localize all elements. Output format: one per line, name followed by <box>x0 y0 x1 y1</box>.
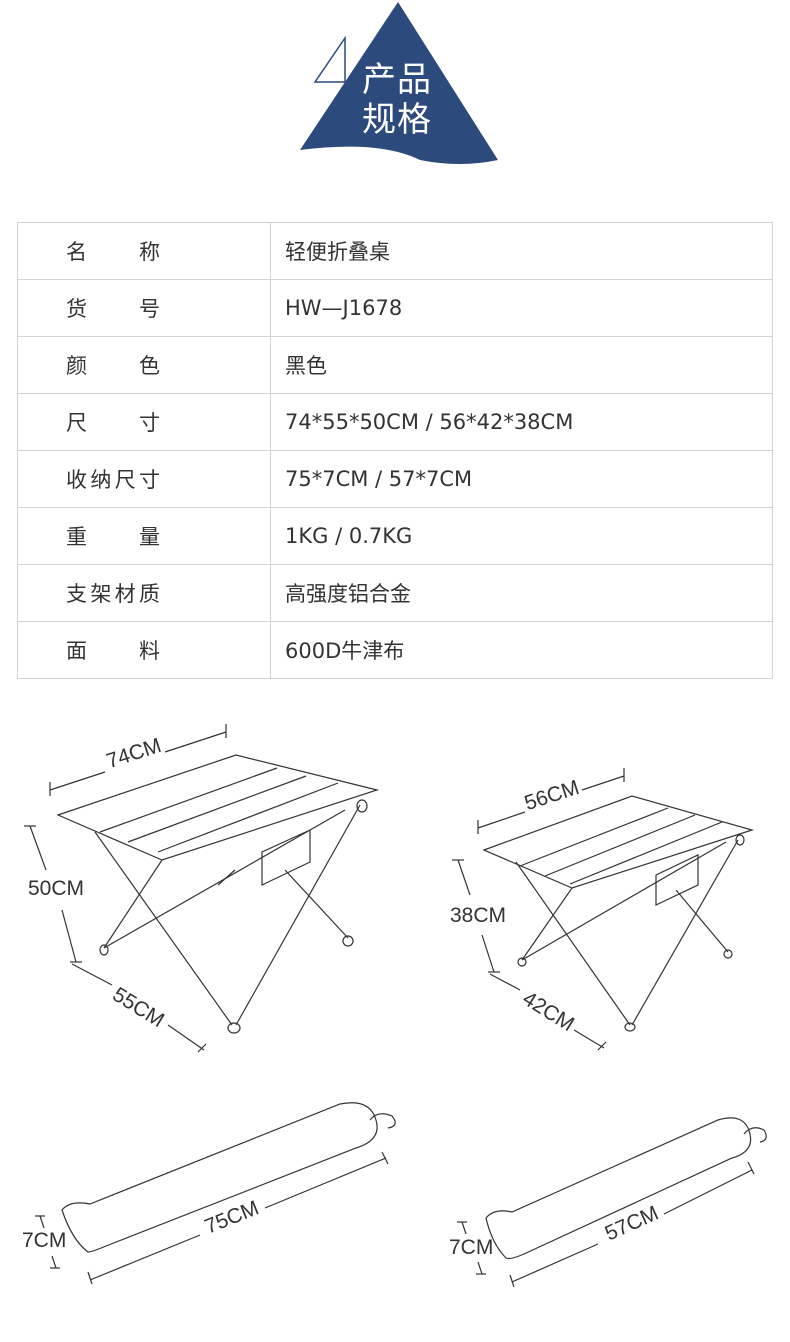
small-storage-bag-drawing <box>457 1117 767 1288</box>
small-table-height-label: 38CM <box>450 904 507 927</box>
spec-label: 面料 <box>66 639 160 663</box>
table-row: 支架材质 高强度铝合金 <box>17 564 773 622</box>
small-bag-diameter-label: 7CM <box>449 1236 494 1259</box>
spec-value: 75*7CM / 57*7CM <box>270 450 773 508</box>
mountain-icon <box>300 2 498 164</box>
spec-value: 600D牛津布 <box>270 621 773 679</box>
spec-value: 1KG / 0.7KG <box>270 507 773 565</box>
section-title: 产品 规格 <box>355 60 439 140</box>
section-title-line1: 产品 <box>362 60 432 100</box>
table-row: 面料 600D牛津布 <box>17 621 773 679</box>
spec-label: 重量 <box>66 525 160 549</box>
small-mountain-icon <box>313 35 346 83</box>
table-row: 颜色 黑色 <box>17 336 773 394</box>
spec-label: 名称 <box>66 240 160 264</box>
table-row: 重量 1KG / 0.7KG <box>17 507 773 565</box>
spec-label: 货号 <box>66 297 160 321</box>
large-bag-diameter-label: 7CM <box>22 1229 67 1252</box>
large-table-drawing <box>24 724 380 1053</box>
spec-value: 轻便折叠桌 <box>270 222 773 280</box>
section-title-line2: 规格 <box>362 100 432 140</box>
table-row: 货号 HW—J1678 <box>17 279 773 337</box>
spec-value: HW—J1678 <box>270 279 773 337</box>
spec-label: 尺寸 <box>66 411 160 435</box>
spec-label: 支架材质 <box>66 582 160 606</box>
table-row: 名称 轻便折叠桌 <box>17 222 773 280</box>
small-table-drawing <box>452 768 755 1051</box>
spec-value: 高强度铝合金 <box>270 564 773 622</box>
header-mountain-badge <box>300 2 498 164</box>
table-row: 收纳尺寸 75*7CM / 57*7CM <box>17 450 773 508</box>
spec-value: 黑色 <box>270 336 773 394</box>
large-table-height-label: 50CM <box>28 877 85 900</box>
large-storage-bag-drawing <box>35 1102 396 1285</box>
spec-label: 颜色 <box>66 354 160 378</box>
spec-table: 名称 轻便折叠桌 货号 HW—J1678 颜色 黑色 尺寸 74*55*50CM… <box>17 222 773 679</box>
spec-label: 收纳尺寸 <box>66 468 160 492</box>
